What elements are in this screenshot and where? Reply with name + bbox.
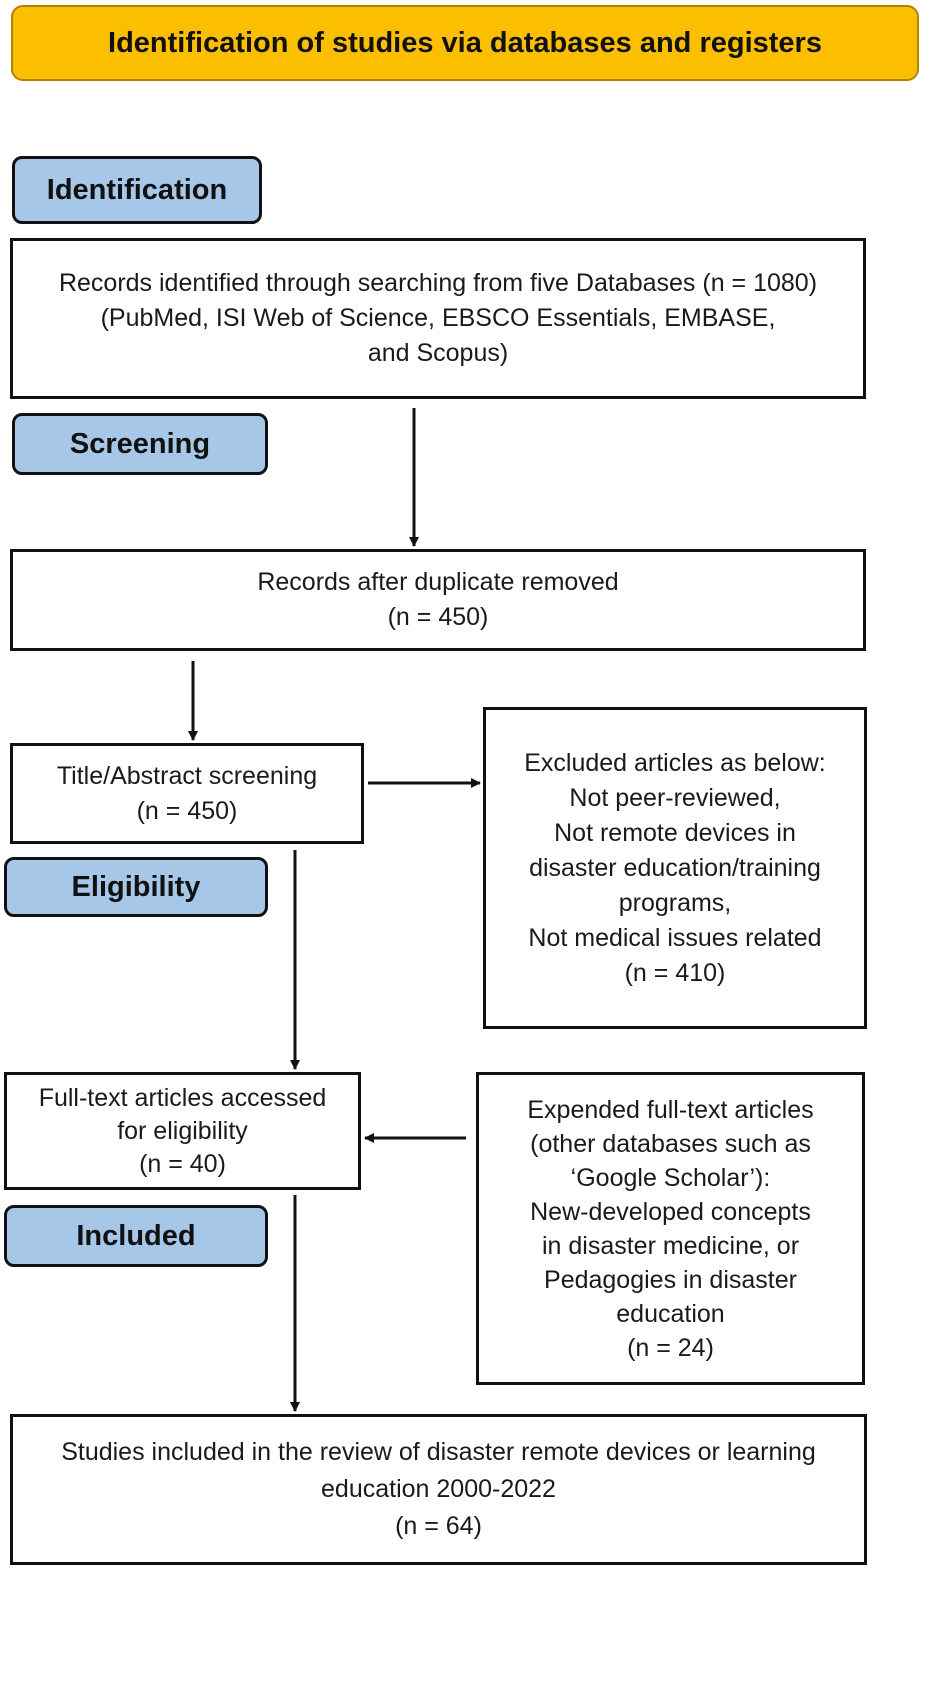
included-studies-box: Studies included in the review of disast… (10, 1414, 867, 1565)
expended-box: Expended full-text articles (other datab… (476, 1072, 865, 1385)
box-line: in disaster medicine, or (541, 1231, 800, 1260)
stage-eligibility-label: Eligibility (71, 870, 201, 903)
box-line: Records identified through searching fro… (58, 269, 818, 297)
box-line: Full-text articles accessed (38, 1083, 327, 1112)
records-identified-box: Records identified through searching fro… (10, 238, 866, 399)
excluded-box: Excluded articles as below: Not peer-rev… (483, 707, 867, 1029)
box-line: (n = 40) (139, 1149, 226, 1178)
box-line: ‘Google Scholar’): (570, 1163, 771, 1192)
box-line: (PubMed, ISI Web of Science, EBSCO Essen… (100, 304, 776, 332)
box-line: Not peer-reviewed, (569, 783, 781, 812)
box-line: (n = 450) (387, 603, 489, 631)
box-line: Pedagogies in disaster (544, 1265, 797, 1294)
stage-screening-label: Screening (69, 427, 211, 460)
box-line: and Scopus) (367, 339, 509, 367)
box-line: (n = 410) (624, 958, 726, 987)
full-text-box: Full-text articles accessed for eligibil… (4, 1072, 361, 1190)
box-line: Excluded articles as below: (524, 748, 826, 777)
box-line: Not medical issues related (528, 923, 822, 952)
box-line: programs, (618, 888, 732, 917)
box-line: (other databases such as (530, 1129, 811, 1158)
box-line: education 2000-2022 (321, 1475, 556, 1503)
header-title: Identification of studies via databases … (108, 26, 822, 59)
after-duplicates-box: Records after duplicate removed (n = 450… (10, 549, 866, 651)
box-line: Records after duplicate removed (257, 568, 619, 596)
stage-identification-label: Identification (46, 173, 228, 206)
stage-eligibility: Eligibility (4, 857, 268, 917)
stage-screening: Screening (12, 413, 268, 475)
title-abstract-box: Title/Abstract screening (n = 450) (10, 743, 364, 844)
stage-identification: Identification (12, 156, 262, 224)
box-line: New-developed concepts (530, 1197, 811, 1226)
box-line: (n = 64) (395, 1512, 482, 1540)
box-line: education (616, 1299, 725, 1328)
box-line: for eligibility (117, 1116, 248, 1145)
box-line: (n = 450) (136, 796, 238, 825)
box-line: Not remote devices in (554, 818, 796, 847)
stage-included: Included (4, 1205, 268, 1267)
box-line: Expended full-text articles (527, 1095, 814, 1124)
box-line: disaster education/training (529, 853, 821, 882)
box-line: Studies included in the review of disast… (61, 1438, 816, 1466)
box-line: (n = 24) (627, 1333, 714, 1362)
box-line: Title/Abstract screening (56, 761, 318, 790)
header-banner: Identification of studies via databases … (11, 5, 919, 81)
stage-included-label: Included (76, 1219, 196, 1252)
